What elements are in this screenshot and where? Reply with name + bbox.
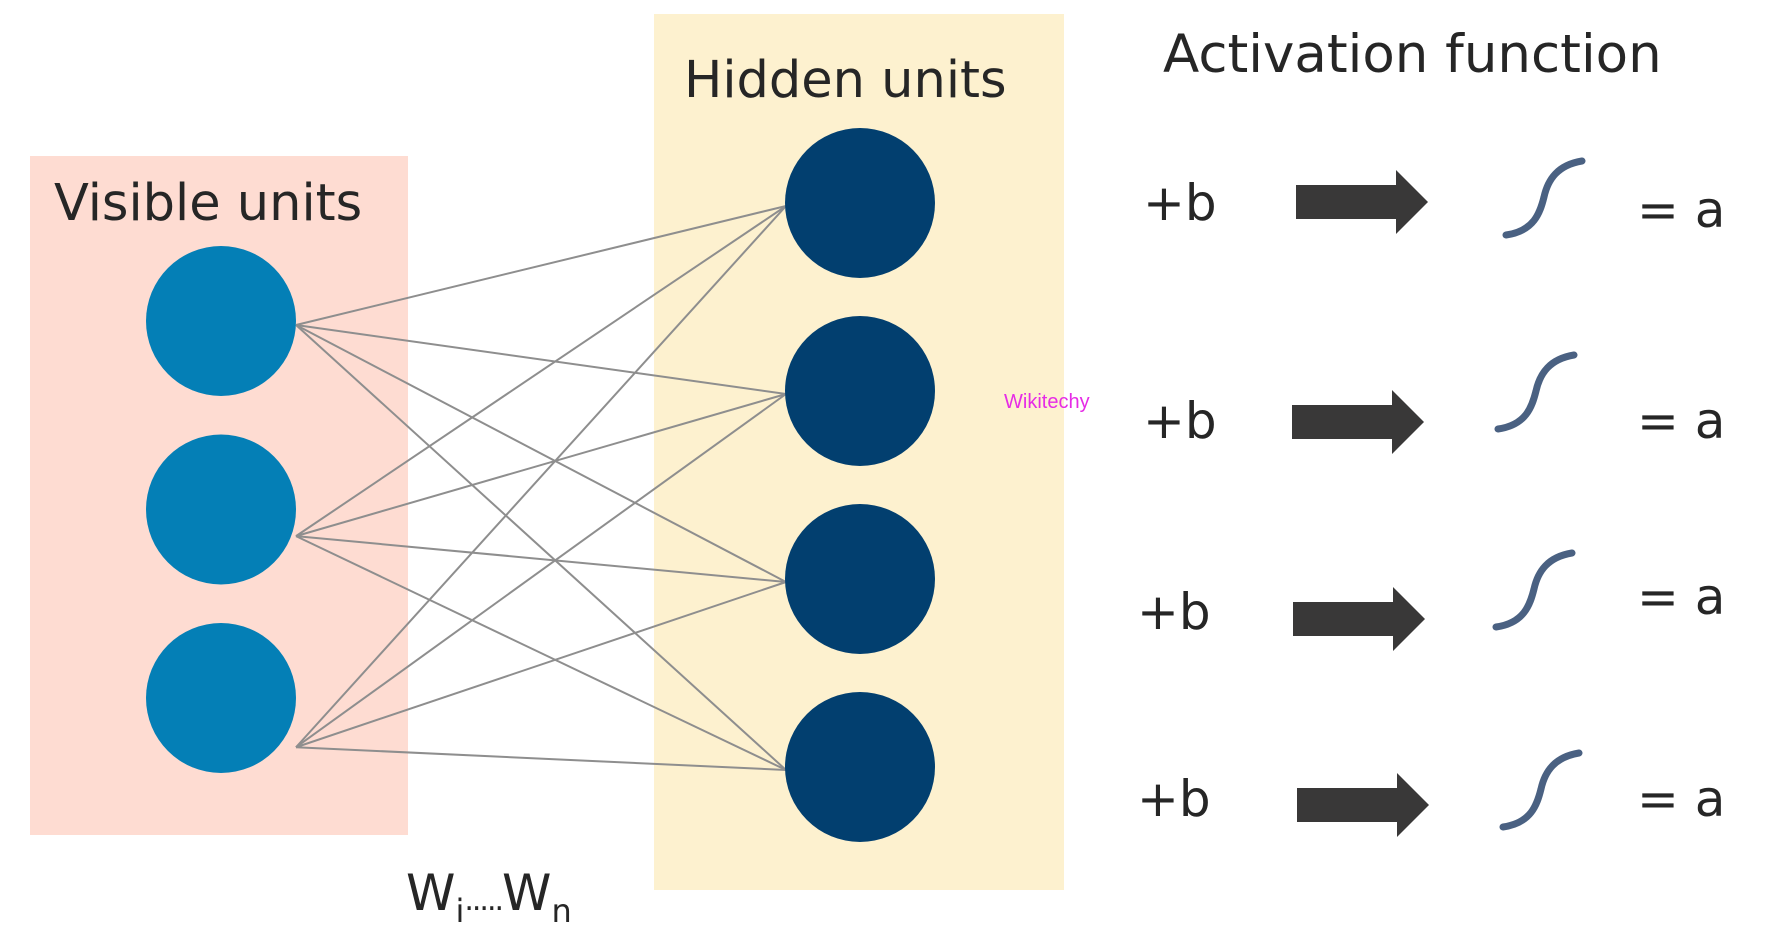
visible-units-title: Visible units — [54, 174, 362, 233]
visible-unit-2 — [146, 434, 296, 585]
connection-v1-h2 — [295, 324, 787, 395]
activation-output: = a — [1637, 770, 1725, 828]
connection-v1-h1 — [295, 205, 787, 326]
right-arrow-icon — [1296, 170, 1428, 234]
connection-v2-h1 — [295, 205, 787, 537]
bias-term: +b — [1143, 174, 1217, 232]
activation-output: = a — [1637, 568, 1725, 626]
weights-ellipsis: ..... — [464, 883, 502, 918]
right-arrow-icon — [1293, 587, 1425, 651]
watermark: Wikitechy — [1004, 391, 1090, 413]
connection-v3-h1 — [295, 205, 787, 748]
sigmoid-icon — [1494, 351, 1578, 433]
sigmoid-icon — [1499, 749, 1583, 831]
bias-term: +b — [1137, 770, 1211, 828]
right-arrow-icon — [1292, 390, 1424, 454]
connection-v1-h3 — [295, 324, 787, 583]
activation-row-1: +b = a — [1143, 157, 1725, 239]
weights-start-subscript: i — [455, 892, 464, 930]
visible-units — [146, 246, 296, 773]
hidden-units-title: Hidden units — [684, 51, 1007, 110]
connection-v3-h2 — [295, 393, 787, 749]
activation-output: = a — [1637, 392, 1725, 450]
activation-row-3: +b = a — [1137, 549, 1725, 651]
visible-unit-3 — [146, 623, 296, 773]
bias-term: +b — [1137, 583, 1211, 641]
hidden-unit-1 — [785, 128, 935, 278]
hidden-unit-2 — [785, 316, 935, 466]
activation-function-title: Activation function — [1163, 24, 1662, 85]
sigmoid-icon — [1502, 157, 1586, 239]
activation-row-4: +b = a — [1137, 749, 1725, 837]
activation-row-2: +b = a — [1143, 351, 1725, 454]
right-arrow-icon — [1297, 773, 1429, 837]
connection-v2-h4 — [295, 535, 787, 771]
activation-output: = a — [1637, 181, 1725, 239]
connection-v2-h2 — [295, 393, 787, 538]
sigmoid-icon — [1492, 549, 1576, 631]
connection-v3-h3 — [295, 581, 787, 749]
connection-v2-h3 — [295, 535, 787, 583]
visible-unit-1 — [146, 246, 296, 396]
connection-v3-h4 — [295, 746, 787, 771]
hidden-unit-4 — [785, 692, 935, 842]
weights-start-symbol: W — [406, 864, 455, 922]
activation-rows: +b = a +b = a +b = a +b = a — [1137, 157, 1725, 837]
weight-connections — [295, 205, 787, 771]
bias-term: +b — [1143, 392, 1217, 450]
connection-v1-h4 — [295, 324, 787, 771]
hidden-unit-3 — [785, 504, 935, 654]
weights-end-symbol: W — [502, 864, 551, 922]
weights-label: Wi.....Wn — [406, 864, 572, 930]
hidden-units — [785, 128, 935, 842]
weights-end-subscript: n — [551, 892, 571, 930]
